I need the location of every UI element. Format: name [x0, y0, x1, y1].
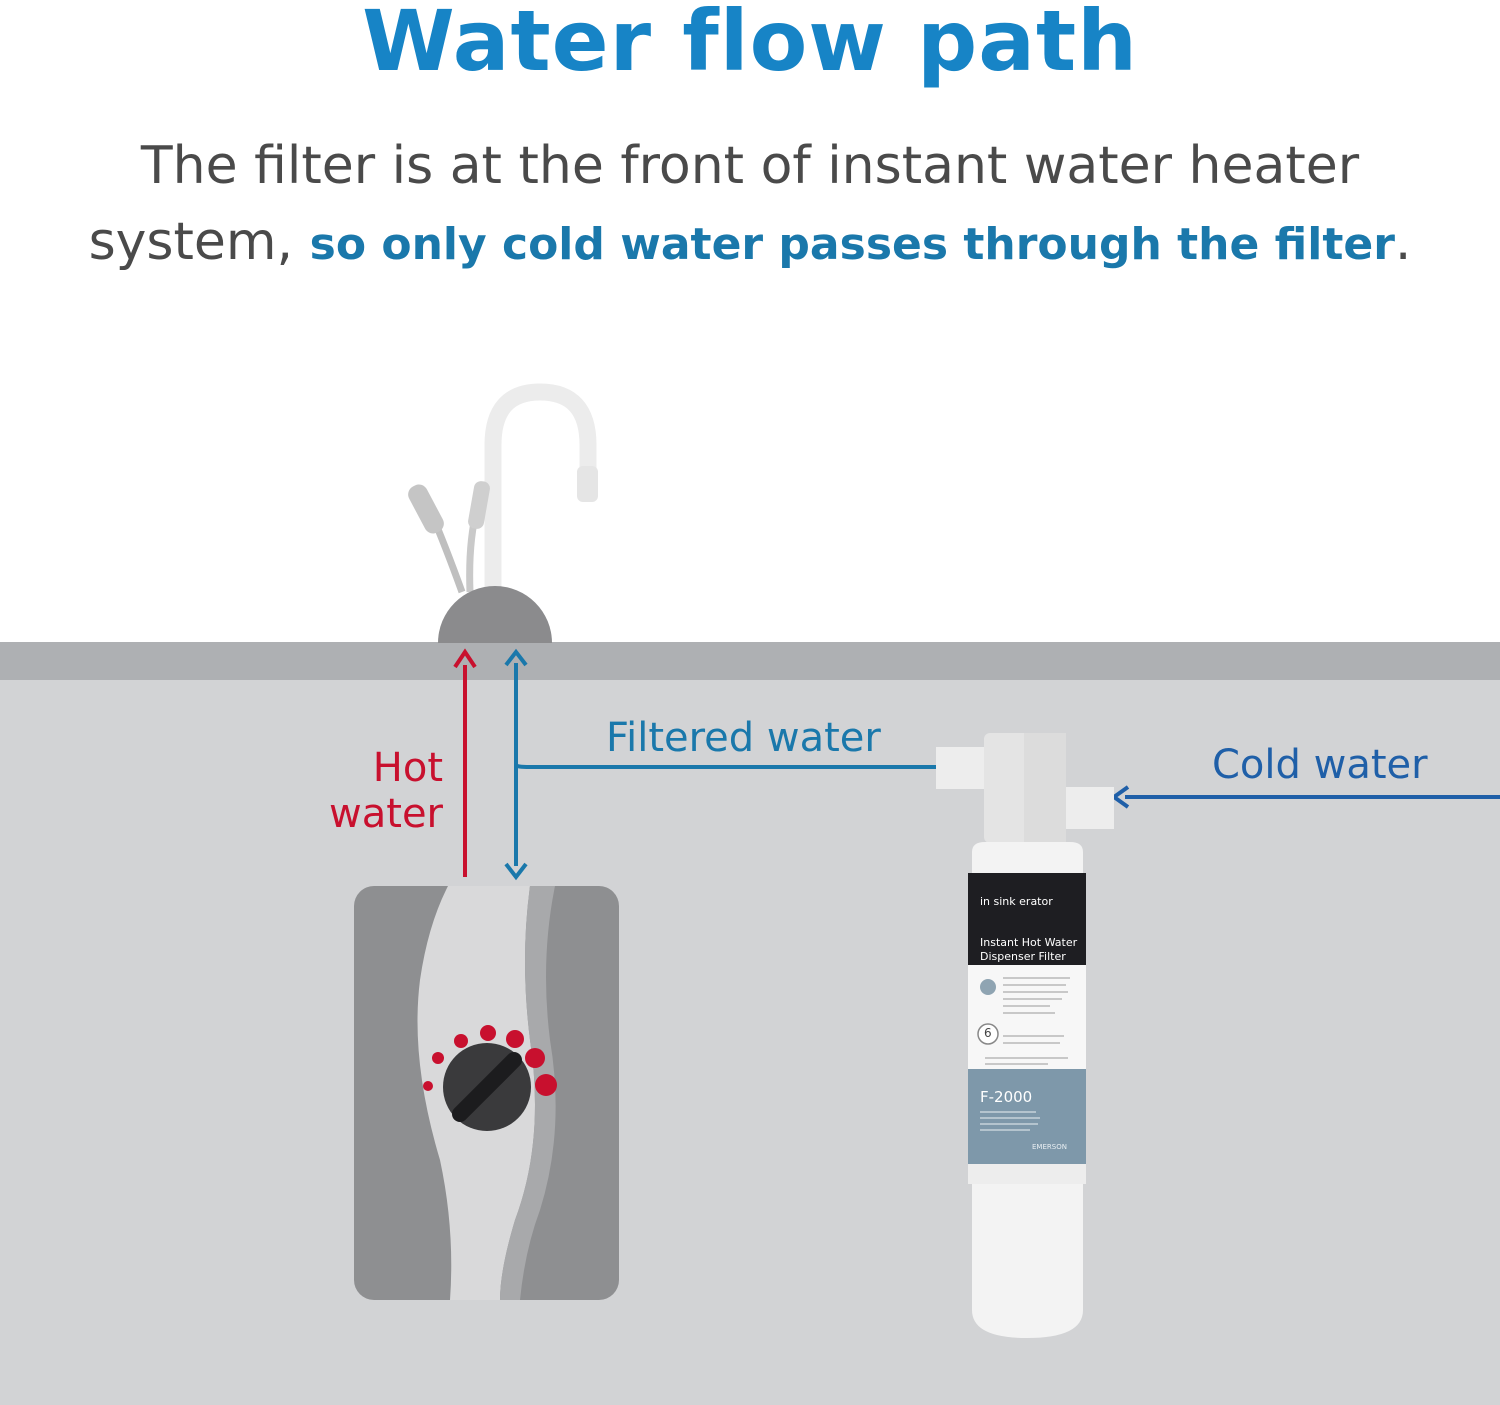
filter-product-line1: Instant Hot Water — [980, 936, 1078, 949]
temperature-dots — [423, 1025, 557, 1096]
page-title: Water flow path — [362, 0, 1138, 90]
filter-product-line2: Dispenser Filter — [980, 950, 1066, 963]
subtitle-line2: system, — [88, 212, 310, 272]
hot-water-label-line1: Hot — [372, 745, 443, 791]
hot-water-label-line2: water — [329, 791, 443, 837]
subtitle-highlight: so only cold water passes through the fi… — [309, 219, 1395, 270]
page-subtitle: The filter is at the front of instant wa… — [0, 128, 1500, 283]
under-sink-cabinet — [0, 680, 1500, 1405]
filtered-water-arrow — [504, 648, 940, 881]
temperature-dial-icon — [443, 1043, 531, 1131]
cold-water-label: Cold water — [1212, 742, 1428, 788]
countertop — [0, 642, 1500, 680]
hot-water-label: Hot water — [300, 745, 443, 837]
filter-maker: EMERSON — [1032, 1143, 1067, 1151]
subtitle-line1: The filter is at the front of instant wa… — [140, 136, 1360, 196]
filter-model: F-2000 — [980, 1088, 1033, 1106]
cold-water-arrow — [1110, 785, 1500, 809]
filter-brand-logo: in sink erator — [980, 895, 1053, 908]
water-heater-tank — [354, 886, 619, 1300]
filter-cartridge — [936, 733, 1114, 1338]
subtitle-end: . — [1394, 212, 1412, 272]
hot-water-arrow — [453, 648, 477, 877]
filter-months-badge: 6 — [984, 1026, 992, 1040]
faucet-icon — [408, 383, 598, 643]
filtered-water-label: Filtered water — [606, 715, 881, 761]
